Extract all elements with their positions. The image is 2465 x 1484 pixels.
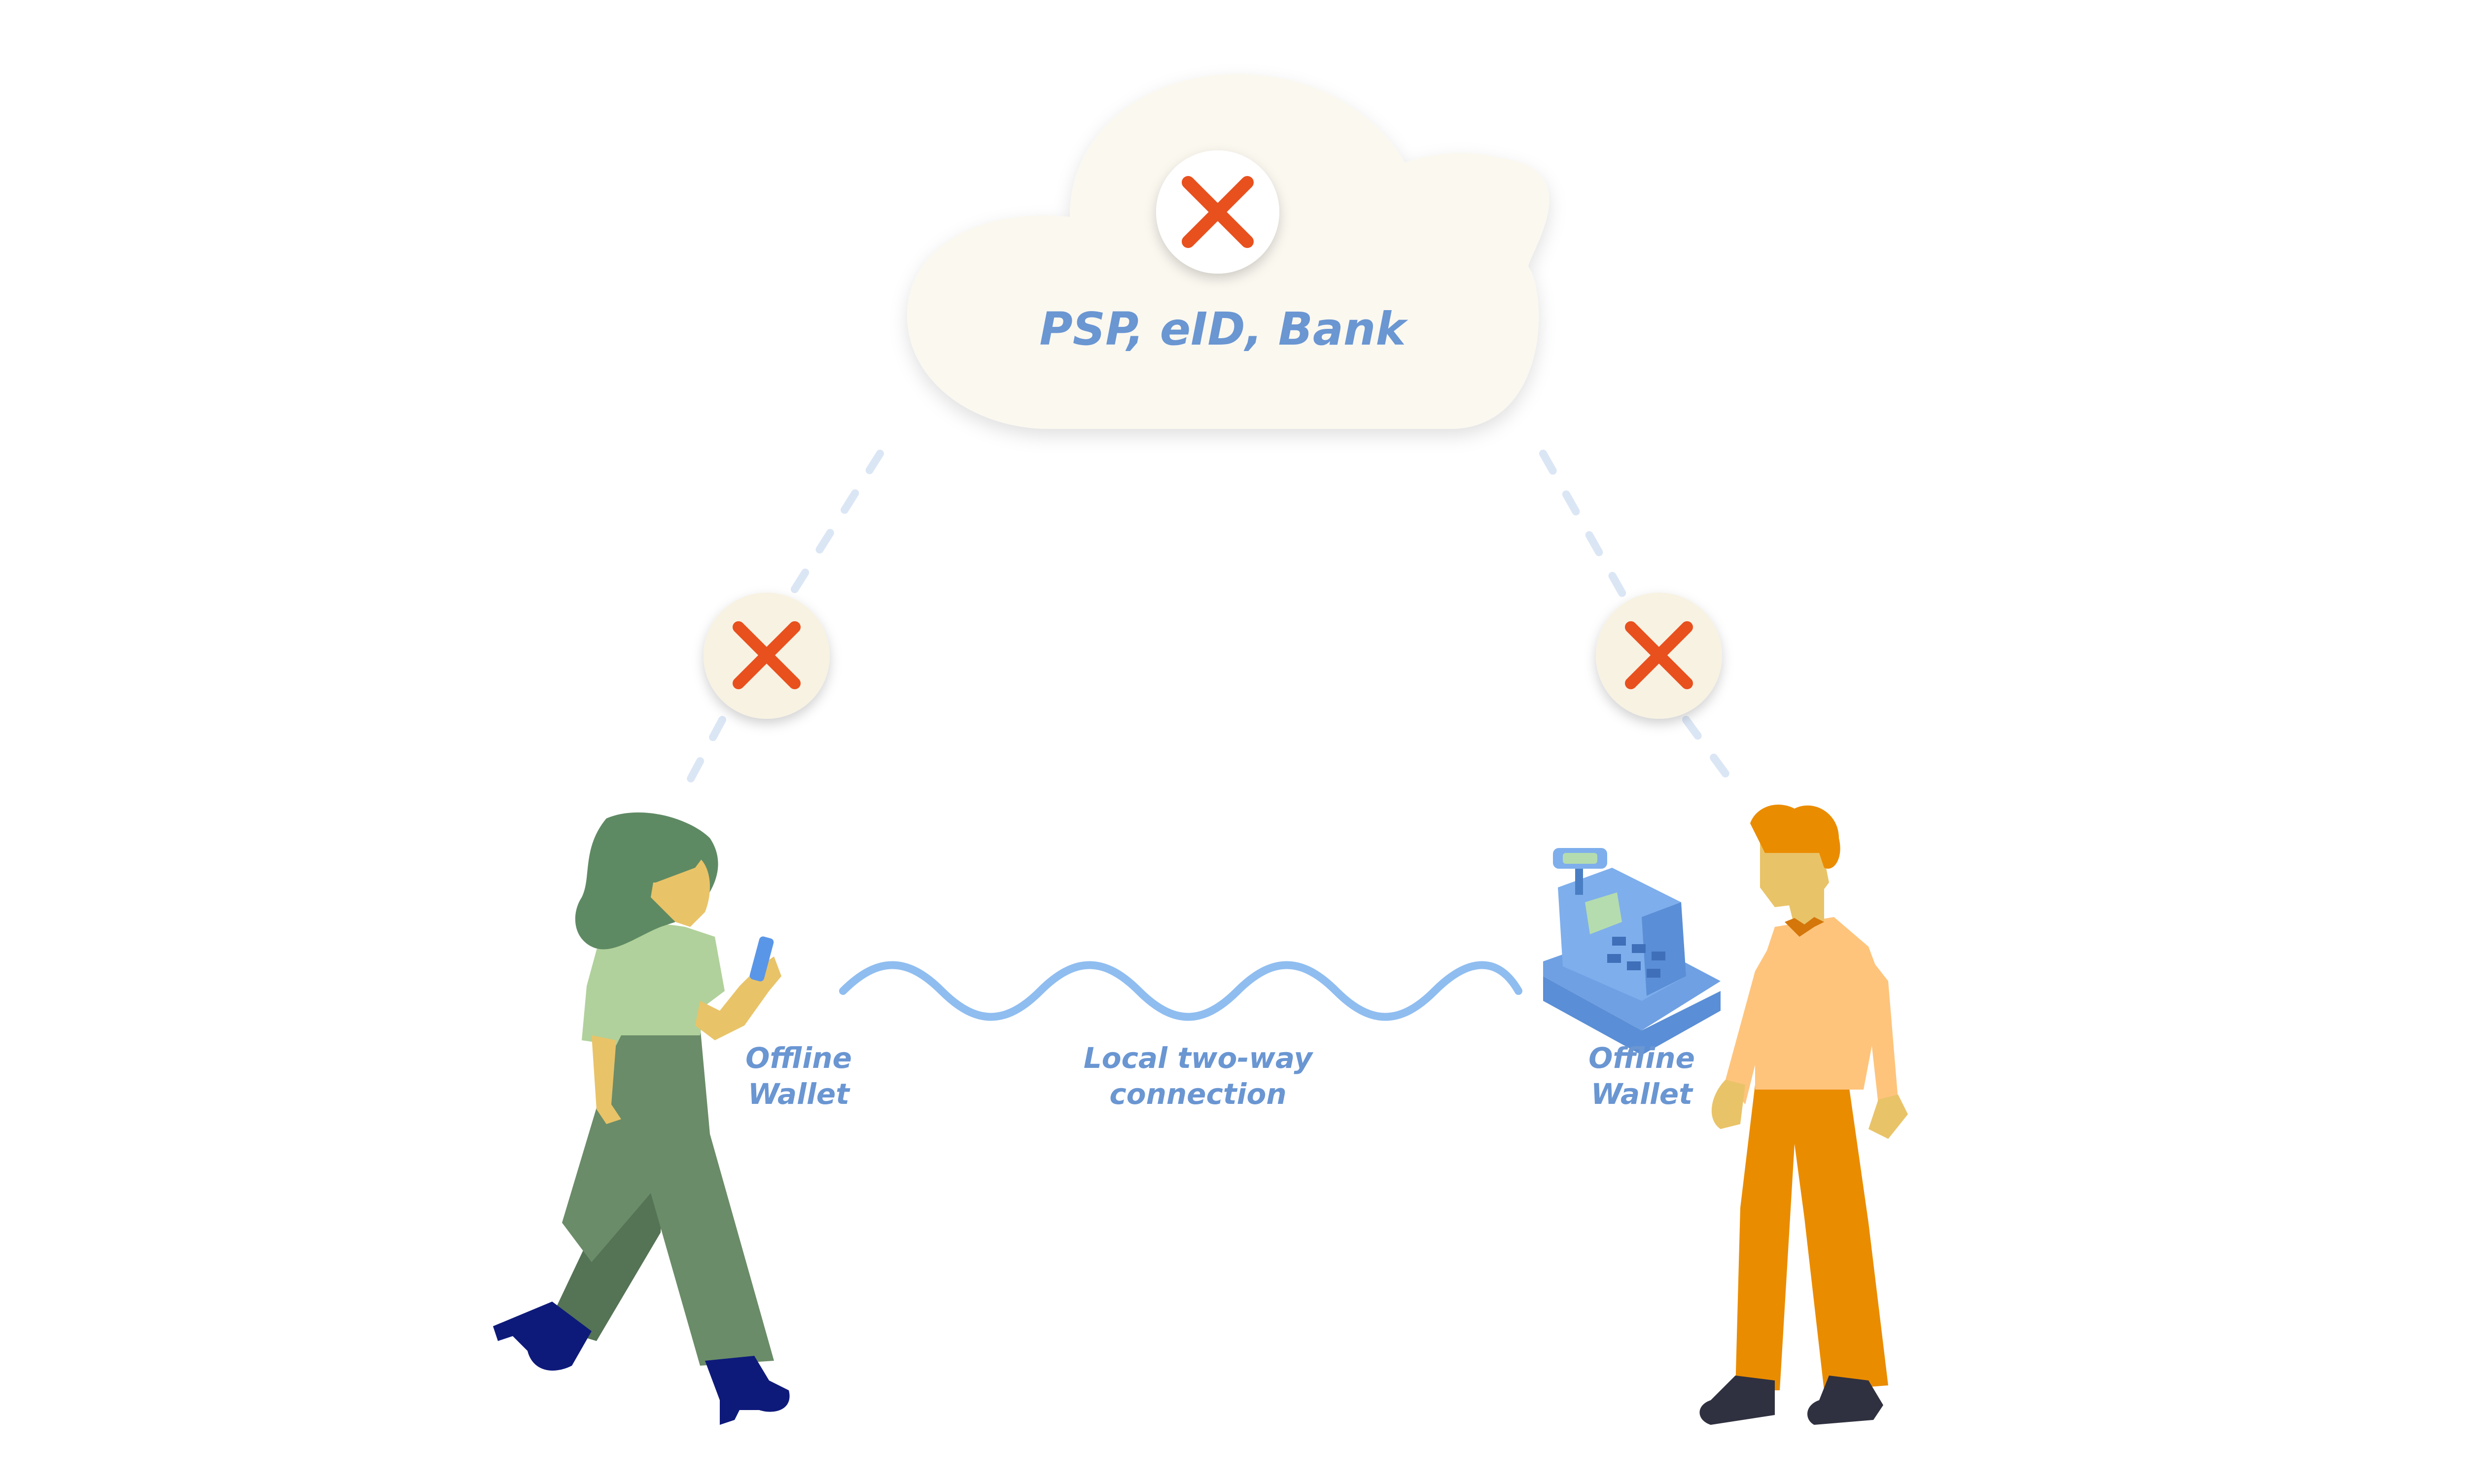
cross-icon [1182,176,1254,248]
customer-wallet-line-1: Offline [745,1041,852,1075]
cloud-label: PSP, eID, Bank [1039,303,1406,355]
left-dashed-link [681,450,884,793]
cash-register-icon [1543,848,1721,1055]
customer-wallet-line-2: Wallet [747,1077,849,1111]
merchant-man-icon [1699,804,1908,1425]
wave-line-icon [839,961,1522,1021]
phone-icon [749,936,774,982]
woman-with-phone-icon [493,812,790,1425]
merchant-wallet-line-2: Wallet [1590,1077,1692,1111]
connection-label-line-2: connection [1109,1077,1287,1111]
left-cross-badge [704,593,830,719]
customer-offline-wallet-label: Offline Wallet [705,1040,892,1112]
connection-label: Local two-way connection [1025,1040,1371,1112]
cross-icon [1625,621,1693,689]
right-dashed-link [1539,450,1744,798]
right-cross-badge [1596,593,1722,719]
connection-label-line-1: Local two-way [1083,1041,1313,1075]
merchant-offline-wallet-label: Offline Wallet [1548,1040,1735,1112]
cross-icon [733,621,801,689]
merchant-wallet-line-1: Offline [1588,1041,1695,1075]
cloud-cross-badge [1156,150,1279,274]
